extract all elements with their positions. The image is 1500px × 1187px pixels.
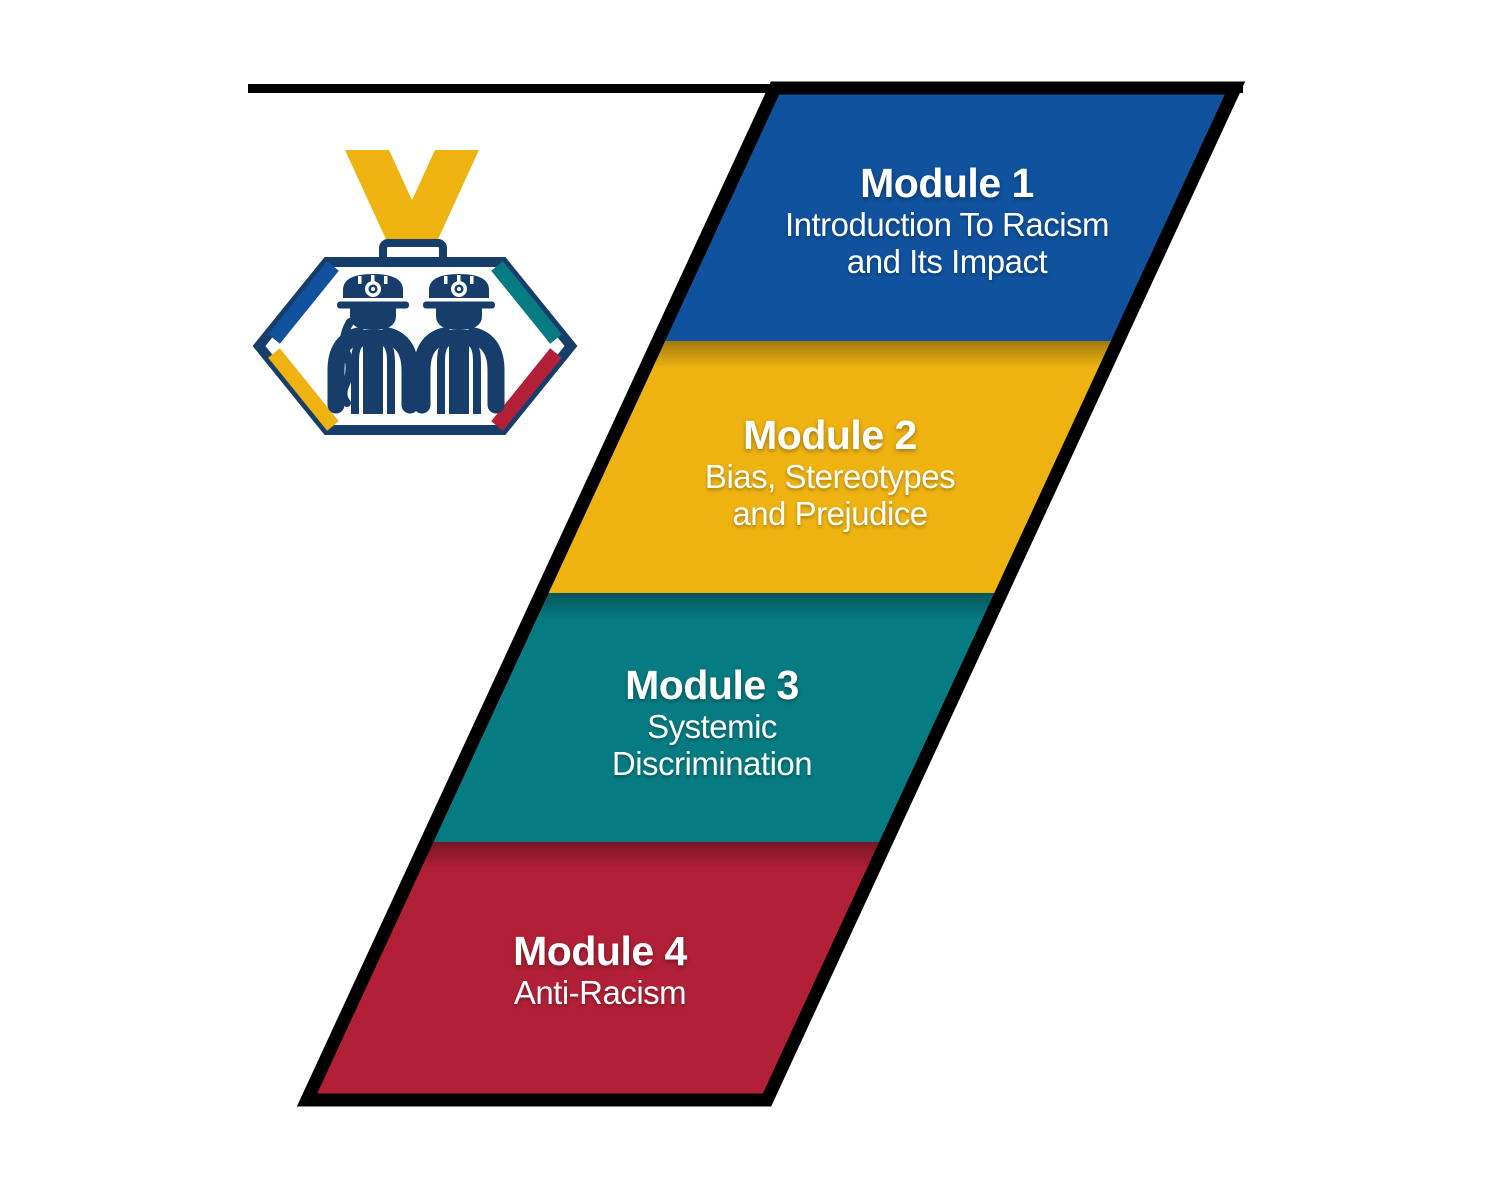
module-4-text: Module 4 Anti-Racism bbox=[513, 928, 687, 1011]
module-2-title: Module 2 bbox=[743, 412, 917, 458]
module-4-subtitle-line-1: Anti-Racism bbox=[513, 974, 687, 1011]
module-1-title: Module 1 bbox=[860, 160, 1034, 206]
badge-accent-red bbox=[491, 348, 562, 431]
module-2-subtitle-line-2: and Prejudice bbox=[732, 495, 928, 532]
lanyard-icon bbox=[345, 150, 479, 248]
band-shadow-2 bbox=[307, 593, 1235, 620]
badge-accent-gold bbox=[268, 348, 339, 431]
module-1-subtitle-line-1: Introduction To Racism bbox=[784, 206, 1110, 243]
module-4-title: Module 4 bbox=[513, 928, 687, 974]
badge-accent-blue bbox=[268, 261, 339, 344]
top-rule-line bbox=[248, 84, 1243, 93]
module-1-text: Module 1 Introduction To Racism and Its … bbox=[784, 160, 1110, 280]
module-3-title: Module 3 bbox=[625, 662, 799, 708]
worker-braid bbox=[339, 318, 354, 407]
badge-accent-teal bbox=[491, 261, 562, 344]
workers-badge-lanyard-icon bbox=[252, 150, 578, 435]
module-3-subtitle-line-2: Discrimination bbox=[611, 745, 813, 782]
module-3-text: Module 3 Systemic Discrimination bbox=[611, 662, 813, 782]
module-3-subtitle-line-1: Systemic bbox=[647, 708, 777, 745]
module-1-subtitle-line-2: and Its Impact bbox=[846, 243, 1048, 280]
parallelogram-outline bbox=[296, 81, 1246, 1107]
module-2-subtitle-line-1: Bias, Stereotypes bbox=[704, 458, 956, 495]
module-4-band bbox=[307, 842, 1235, 1100]
module-2-text: Module 2 Bias, Stereotypes and Prejudice bbox=[704, 412, 956, 532]
